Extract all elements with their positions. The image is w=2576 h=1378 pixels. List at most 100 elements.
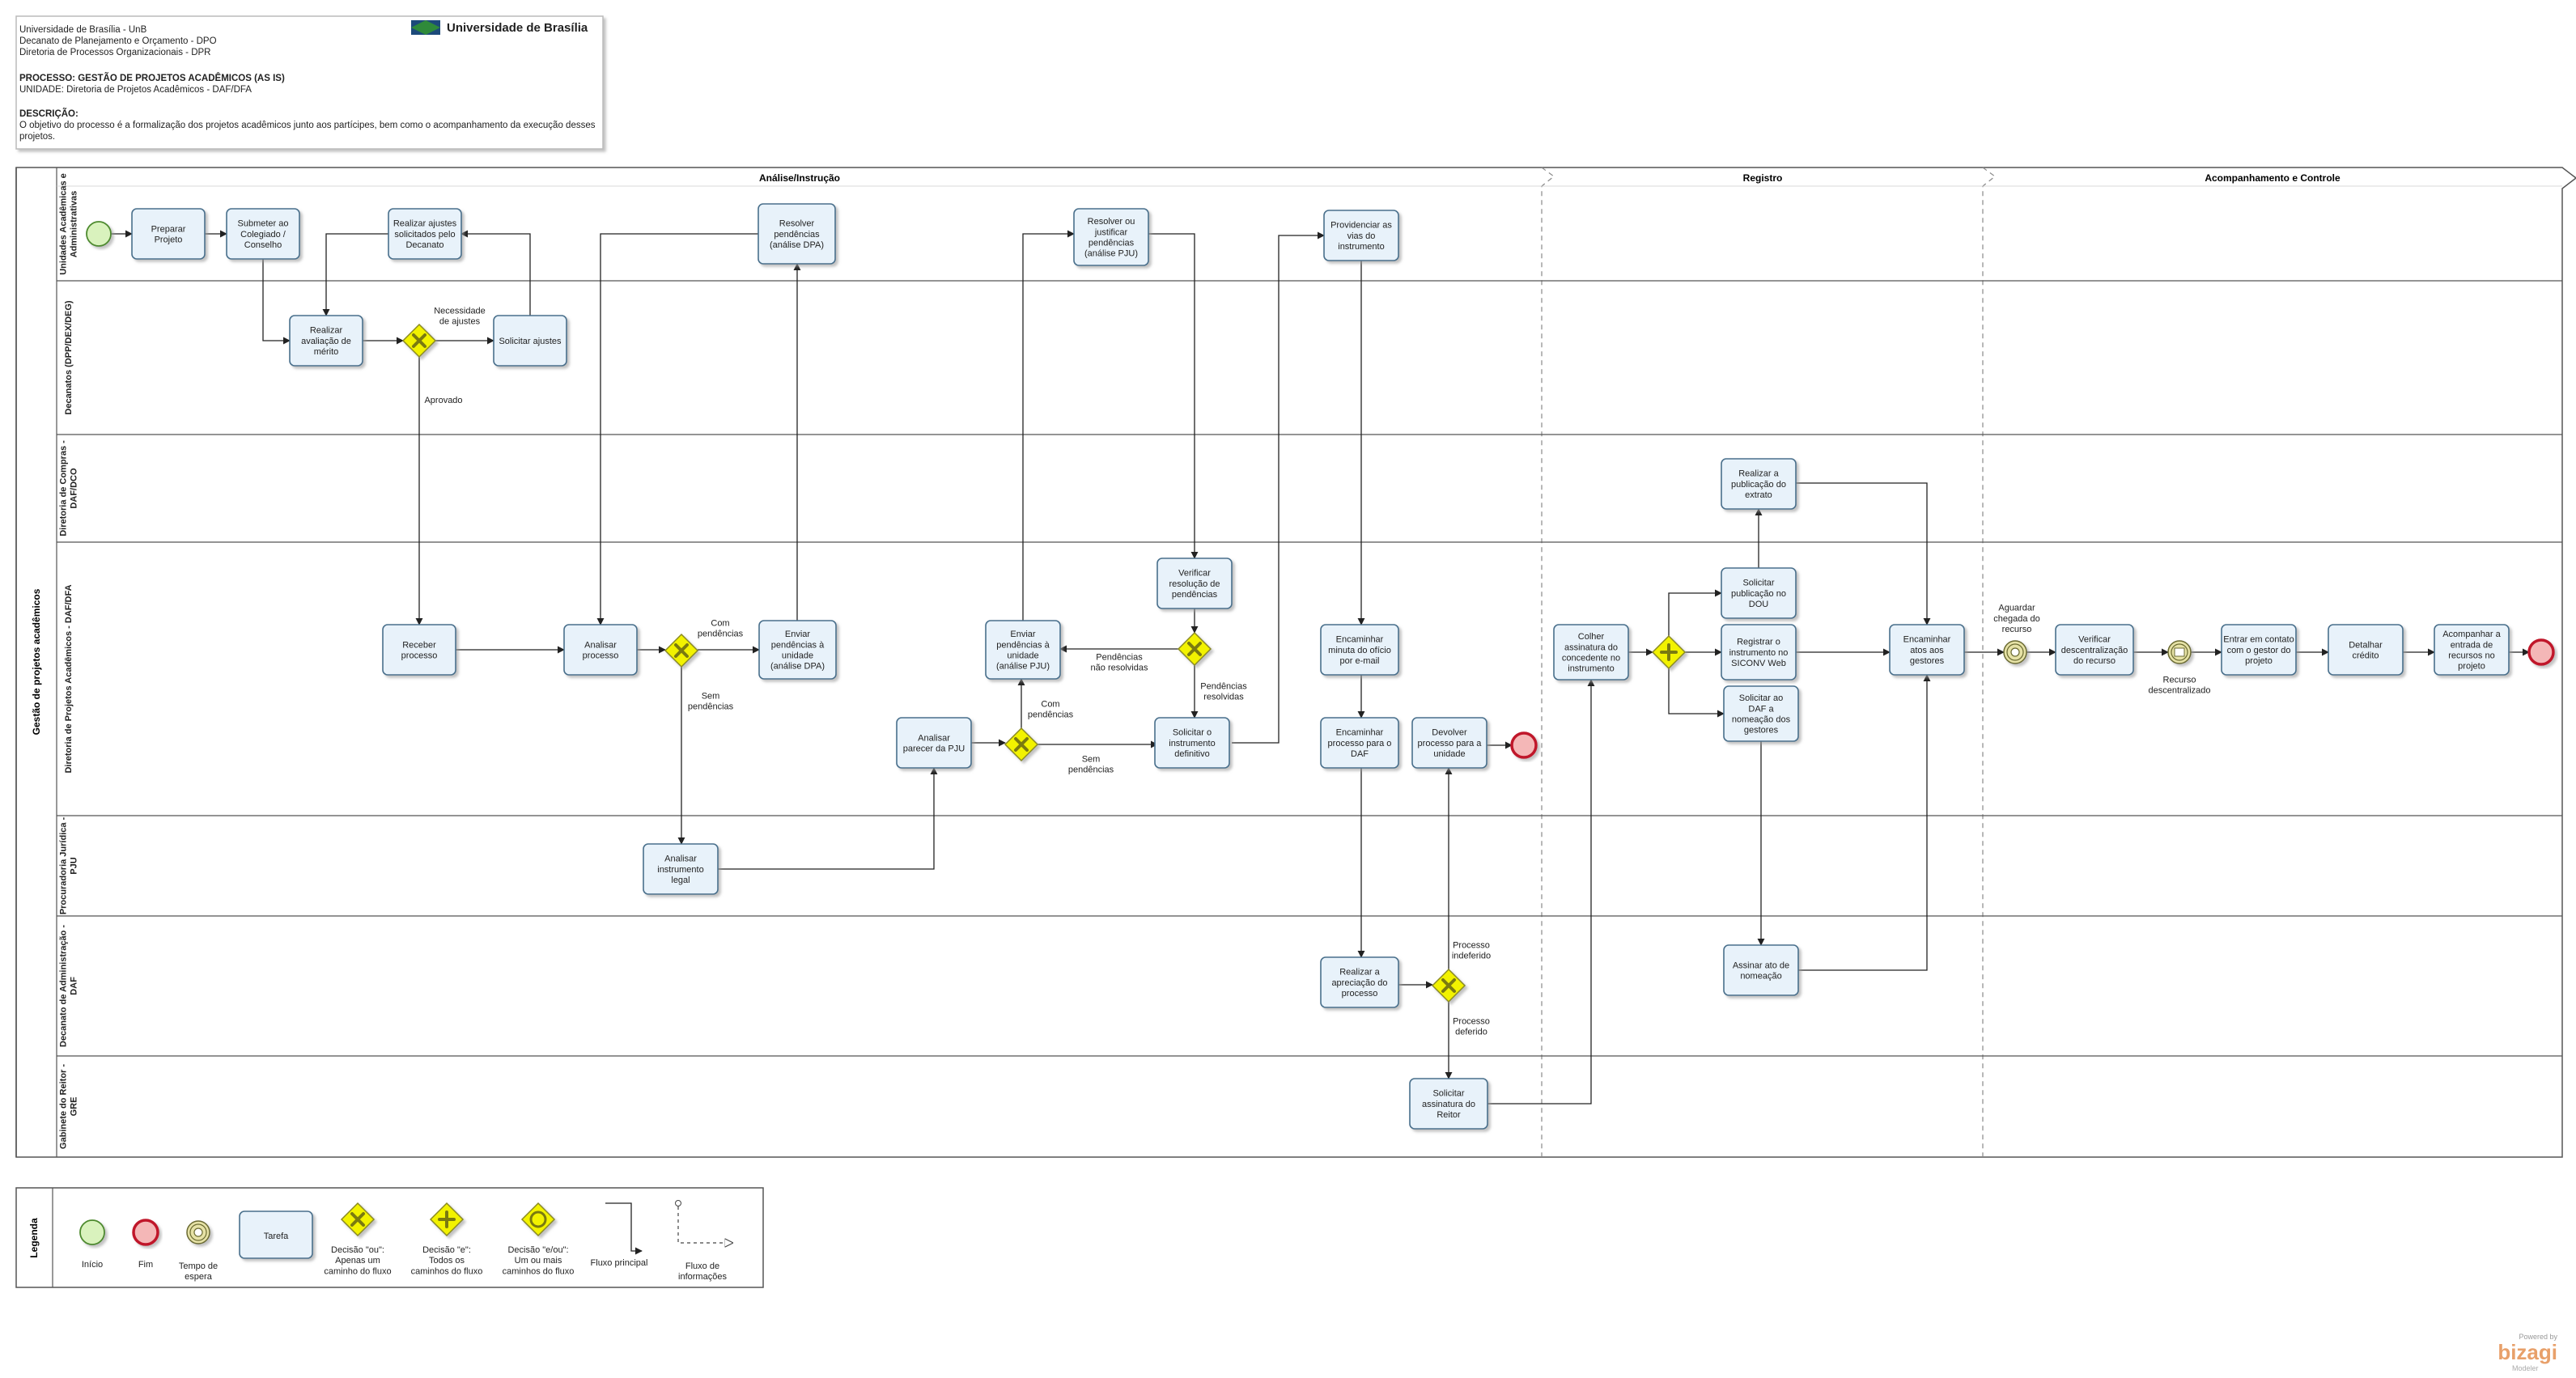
- gateway-apreciacao[interactable]: [1431, 968, 1466, 1003]
- task-box[interactable]: [563, 624, 638, 676]
- task-box[interactable]: [1320, 956, 1399, 1008]
- task-box[interactable]: [1889, 624, 1965, 676]
- task-box[interactable]: [289, 315, 363, 367]
- document-icon: [2174, 647, 2185, 657]
- task-box[interactable]: [1409, 1078, 1488, 1130]
- task-box[interactable]: [2328, 624, 2404, 676]
- task-box[interactable]: [1320, 717, 1399, 769]
- gateway-analise-pendencias[interactable]: [664, 633, 699, 668]
- legend-end-icon[interactable]: [132, 1219, 159, 1246]
- gateway-resolucao-pendencias[interactable]: [1177, 631, 1212, 667]
- legend-inclusive-gateway-icon[interactable]: [520, 1202, 556, 1237]
- task-box[interactable]: [1073, 208, 1149, 266]
- task-box[interactable]: [1156, 558, 1233, 609]
- task-box[interactable]: [493, 315, 567, 367]
- lane-title-unidades-academicas-e-administrativas: Unidades Acadêmicas eAdministrativas: [58, 173, 79, 275]
- task-box[interactable]: [131, 208, 206, 260]
- task-box[interactable]: [1721, 624, 1797, 681]
- legend-title: Legenda: [28, 1218, 40, 1258]
- end-event-devolucao[interactable]: [1510, 731, 1538, 759]
- task-box[interactable]: [1723, 944, 1799, 996]
- legend-parallel-gateway-icon[interactable]: [429, 1202, 465, 1237]
- legend-label-fluxo-principal: Fluxo principal: [591, 1258, 648, 1268]
- phase-analise: Análise/Instrução: [759, 172, 840, 184]
- task-solicitar-ajustes[interactable]: Solicitar ajustes: [493, 315, 567, 367]
- legend-start-icon[interactable]: [79, 1219, 105, 1245]
- task-box[interactable]: [985, 620, 1061, 680]
- task-box[interactable]: [1154, 717, 1230, 769]
- task-box[interactable]: [1320, 624, 1399, 676]
- task-box[interactable]: [643, 843, 719, 895]
- task-box[interactable]: [896, 717, 972, 769]
- exclusive-marker-icon: [350, 1212, 365, 1227]
- sequence-flows: [111, 230, 2530, 1105]
- task-box[interactable]: [1721, 567, 1797, 619]
- timer-aguardar-recurso[interactable]: [2003, 640, 2027, 664]
- event-recurso-descentralizado[interactable]: [2167, 640, 2192, 664]
- end-event-final[interactable]: [2527, 638, 2555, 666]
- gateway-parecer-pju[interactable]: [1004, 727, 1039, 762]
- task-box[interactable]: [2055, 624, 2134, 676]
- legend-exclusive-gateway-icon[interactable]: [340, 1202, 376, 1237]
- task-box[interactable]: [758, 203, 836, 265]
- task-box[interactable]: [1721, 458, 1797, 510]
- exclusive-marker-icon: [674, 643, 689, 658]
- task-box[interactable]: [1411, 717, 1487, 769]
- gateway-paralelo-registro[interactable]: [1651, 634, 1687, 670]
- task-box[interactable]: [1323, 210, 1399, 261]
- task-box[interactable]: [388, 208, 462, 260]
- task-box[interactable]: [758, 620, 837, 680]
- header-line-3: Diretoria de Processos Organizacionais -…: [19, 48, 210, 57]
- phase-registro: Registro: [1743, 172, 1783, 184]
- gateway-necessidade-ajustes[interactable]: [401, 323, 437, 358]
- task-box[interactable]: [1553, 624, 1629, 681]
- task-box[interactable]: [382, 624, 456, 676]
- task-box[interactable]: [226, 208, 300, 260]
- legend-timer-icon[interactable]: [186, 1220, 210, 1244]
- task-box[interactable]: [2221, 624, 2297, 676]
- gateway-diamond[interactable]: [520, 1202, 556, 1237]
- task-box[interactable]: [1723, 685, 1799, 742]
- task-box[interactable]: [2434, 624, 2510, 676]
- start-event[interactable]: [86, 221, 112, 247]
